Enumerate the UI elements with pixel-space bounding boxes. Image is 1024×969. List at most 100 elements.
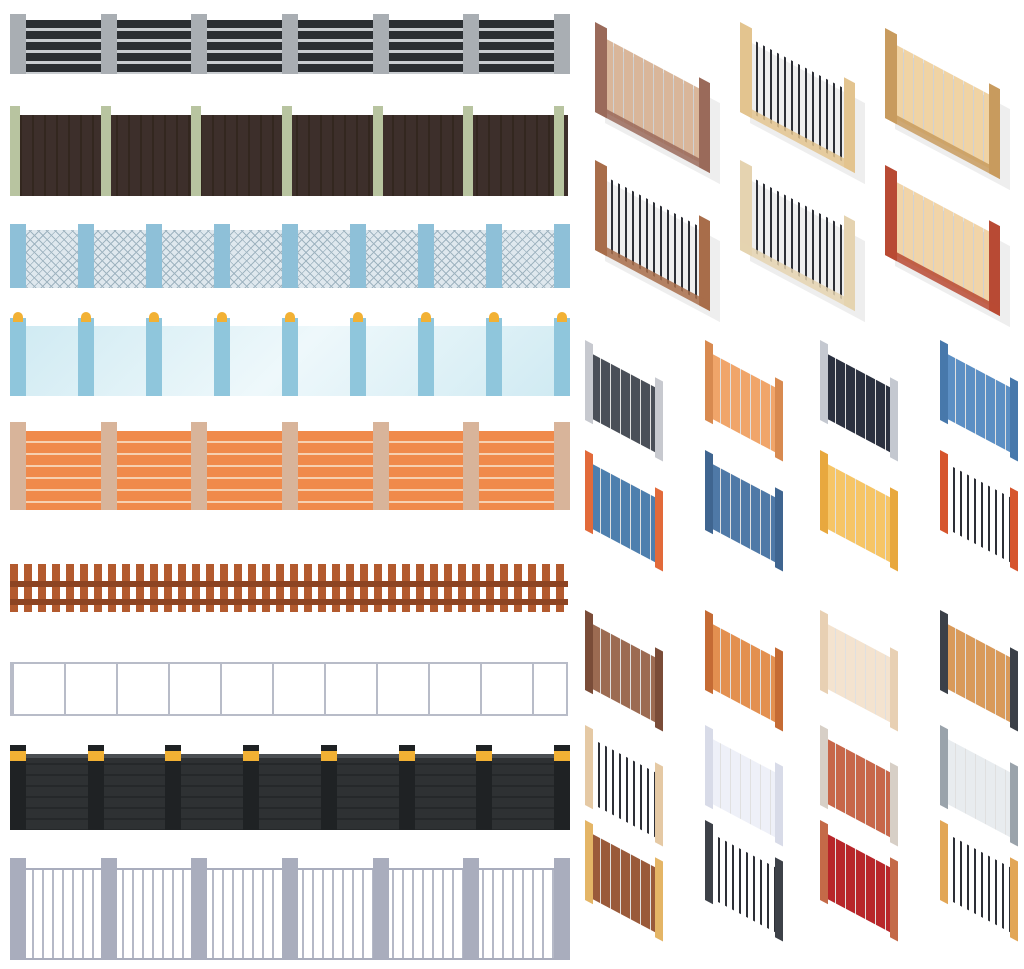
fence-panel — [826, 462, 892, 564]
brown-wood-plank-fence — [585, 610, 663, 732]
fence-post — [10, 745, 26, 830]
fence-post — [10, 422, 26, 510]
fence-post — [372, 422, 389, 510]
fence-post — [100, 106, 111, 196]
fence-post — [705, 725, 713, 810]
cream-post-iron-fence — [740, 160, 855, 312]
fence-post — [890, 487, 898, 572]
fence-post — [100, 422, 117, 510]
fence-panel — [591, 737, 657, 839]
fence-panel — [946, 352, 1012, 454]
fence-post — [100, 858, 117, 960]
wood-metal-sliding-gate — [940, 610, 1018, 732]
fence-post — [282, 858, 298, 960]
post-finial — [421, 312, 431, 322]
fence-post — [554, 224, 570, 288]
yellow-post-cap — [554, 751, 570, 761]
fence-panel — [591, 352, 657, 454]
fence-post — [350, 224, 366, 288]
fence-post — [463, 858, 480, 960]
fence-post — [146, 318, 162, 396]
fence-post — [1010, 377, 1018, 462]
fence-panel — [591, 832, 657, 934]
fence-post — [705, 340, 713, 425]
orange-brick-fence — [10, 422, 570, 510]
fence-post — [705, 610, 713, 695]
orange-brick-blue-shutter — [585, 450, 663, 572]
fence-panel — [10, 662, 568, 716]
fence-post — [775, 857, 783, 942]
fence-post — [165, 745, 182, 830]
post-finial — [285, 312, 295, 322]
fence-post — [585, 820, 593, 905]
fence-post — [890, 377, 898, 462]
yellow-post-cap — [87, 751, 104, 761]
black-stone-fence-yellow-caps — [10, 745, 570, 830]
beige-brick-iron-fence — [740, 22, 855, 174]
wooden-slat-panel — [705, 340, 783, 462]
fence-panel — [826, 352, 892, 454]
fence-post — [78, 224, 94, 288]
fence-post — [10, 14, 26, 74]
yellow-post-cap — [398, 751, 415, 761]
post-finial — [217, 312, 227, 322]
fence-post — [282, 422, 298, 510]
fence-panel — [826, 622, 892, 724]
fence-cap — [10, 753, 568, 758]
dark-slat-fence-grey-posts — [10, 14, 570, 74]
fence-post — [10, 318, 26, 396]
fence-post — [282, 106, 292, 196]
fence-post — [940, 820, 948, 905]
fence-post — [1010, 857, 1018, 942]
post-finial — [353, 312, 363, 322]
fence-rail — [10, 599, 568, 606]
fence-post — [146, 224, 162, 288]
fence-post — [10, 224, 26, 288]
brown-brick-arched-iron-fence — [595, 160, 710, 312]
post-finial — [489, 312, 499, 322]
fence-post — [820, 820, 828, 905]
fence-panel — [591, 622, 657, 724]
fence-post — [775, 647, 783, 732]
fence-post — [350, 318, 366, 396]
yellow-post-cap — [10, 751, 26, 761]
fence-post — [554, 422, 570, 510]
brick-post-wrought-iron-fence — [595, 22, 710, 174]
fence-post — [78, 318, 94, 396]
fence-post — [191, 422, 208, 510]
fence-post — [554, 745, 570, 830]
blue-chain-link-fence — [10, 224, 570, 288]
fence-post — [243, 745, 260, 830]
post-finial — [149, 312, 159, 322]
fence-post — [585, 725, 593, 810]
fence-post — [554, 14, 570, 74]
fence-post — [418, 318, 434, 396]
fence-post — [554, 106, 564, 196]
fence-post — [705, 820, 713, 905]
blue-wooden-gate — [705, 450, 783, 572]
fence-post — [191, 858, 208, 960]
fence-post — [890, 647, 898, 732]
fence-post — [820, 450, 828, 535]
fence-post — [486, 318, 502, 396]
blue-board-panel — [940, 340, 1018, 462]
fence-panel — [711, 737, 777, 839]
red-brick-curved-wall — [885, 165, 1000, 317]
fence-panel — [826, 737, 892, 839]
fence-panel — [946, 737, 1012, 839]
fence-panel — [711, 352, 777, 454]
fence-post — [463, 106, 474, 196]
glass-panel-fence-blue-posts — [10, 312, 570, 396]
fence-post — [486, 224, 502, 288]
fence-post — [940, 340, 948, 425]
fence-post — [372, 858, 389, 960]
fence-post — [418, 224, 434, 288]
fence-panel — [946, 462, 1012, 564]
fence-post — [775, 762, 783, 847]
fence-post — [585, 450, 593, 535]
fence-post — [554, 318, 570, 396]
fence-post — [214, 318, 230, 396]
fence-post — [554, 858, 570, 960]
fence-panel — [711, 832, 777, 934]
fence-post — [820, 340, 828, 425]
